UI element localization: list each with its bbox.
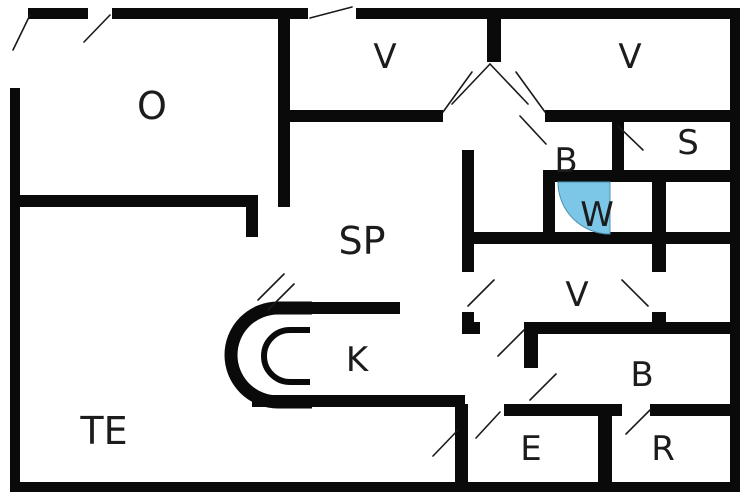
room-label-k: K bbox=[346, 340, 370, 380]
wall-segment bbox=[18, 195, 246, 207]
wall-segment bbox=[545, 110, 740, 122]
room-label-te: TE bbox=[79, 409, 127, 453]
wall-segment bbox=[524, 322, 740, 334]
wall-segment bbox=[455, 404, 468, 482]
door-swing-line bbox=[625, 409, 651, 435]
room-label-v-middle: V bbox=[565, 275, 588, 315]
wall-segment bbox=[524, 334, 538, 368]
room-label-v-top-right: V bbox=[618, 37, 641, 77]
room-label-r: R bbox=[651, 429, 675, 469]
wall-segment bbox=[652, 312, 666, 322]
room-labels: O V V S B W SP V K B TE E R bbox=[79, 37, 698, 469]
wall-segment bbox=[598, 404, 612, 482]
wall-segment bbox=[487, 8, 501, 62]
wall-segment bbox=[652, 182, 666, 272]
room-label-sp: SP bbox=[338, 219, 385, 263]
wall-segment bbox=[28, 8, 88, 19]
wall-segment bbox=[462, 312, 474, 322]
door-swing-line bbox=[12, 14, 31, 51]
wall-segment bbox=[462, 150, 474, 272]
door-swing-line bbox=[309, 6, 353, 19]
wall-segment bbox=[278, 110, 443, 122]
wall-segment bbox=[356, 8, 487, 19]
room-label-s: S bbox=[677, 123, 699, 163]
wall-segment bbox=[300, 302, 400, 314]
wall-segment bbox=[10, 88, 20, 482]
room-label-w: W bbox=[580, 195, 614, 235]
door-swing-line bbox=[475, 411, 501, 439]
wall-segment bbox=[543, 182, 555, 244]
wall-segment bbox=[612, 122, 624, 170]
kitchen-curve-inner bbox=[261, 327, 310, 385]
door-swing-arc bbox=[557, 181, 611, 235]
door-swing-line bbox=[529, 373, 557, 401]
door-swing-line bbox=[519, 115, 547, 145]
door-swing-line bbox=[467, 279, 495, 307]
room-label-v-top-left: V bbox=[373, 37, 396, 77]
kitchen-curve-outer bbox=[224, 301, 312, 409]
exterior-walls bbox=[10, 8, 740, 492]
door-swing-line bbox=[489, 63, 529, 105]
door-swing-line bbox=[515, 71, 546, 113]
wall-segment bbox=[730, 8, 740, 492]
wall-segment bbox=[10, 482, 740, 492]
room-label-b-upper: B bbox=[554, 141, 577, 181]
wall-segment bbox=[543, 170, 740, 182]
wall-segment bbox=[462, 322, 480, 334]
wall-segment bbox=[650, 404, 740, 416]
door-swing-line bbox=[621, 279, 649, 307]
wall-segment bbox=[504, 404, 598, 416]
wall-segment bbox=[462, 232, 740, 244]
door-swing-line bbox=[451, 63, 491, 105]
room-label-b-lower: B bbox=[630, 355, 653, 395]
wall-segment bbox=[612, 404, 622, 416]
door-swing-line bbox=[432, 429, 459, 457]
door-swing-line bbox=[442, 71, 473, 113]
door-swing-line bbox=[267, 283, 295, 311]
door-swing-line bbox=[497, 329, 525, 357]
wall-segment bbox=[246, 195, 258, 237]
kitchen-curved-wall bbox=[224, 301, 312, 409]
wall-segment bbox=[112, 8, 308, 19]
door-swing-line bbox=[83, 14, 111, 43]
door-swing-line bbox=[257, 273, 285, 301]
room-label-o: O bbox=[137, 84, 167, 128]
room-label-e: E bbox=[520, 429, 541, 469]
door-swing-lines bbox=[12, 6, 651, 457]
wall-segment bbox=[501, 8, 740, 19]
door-swing-line bbox=[617, 125, 644, 151]
